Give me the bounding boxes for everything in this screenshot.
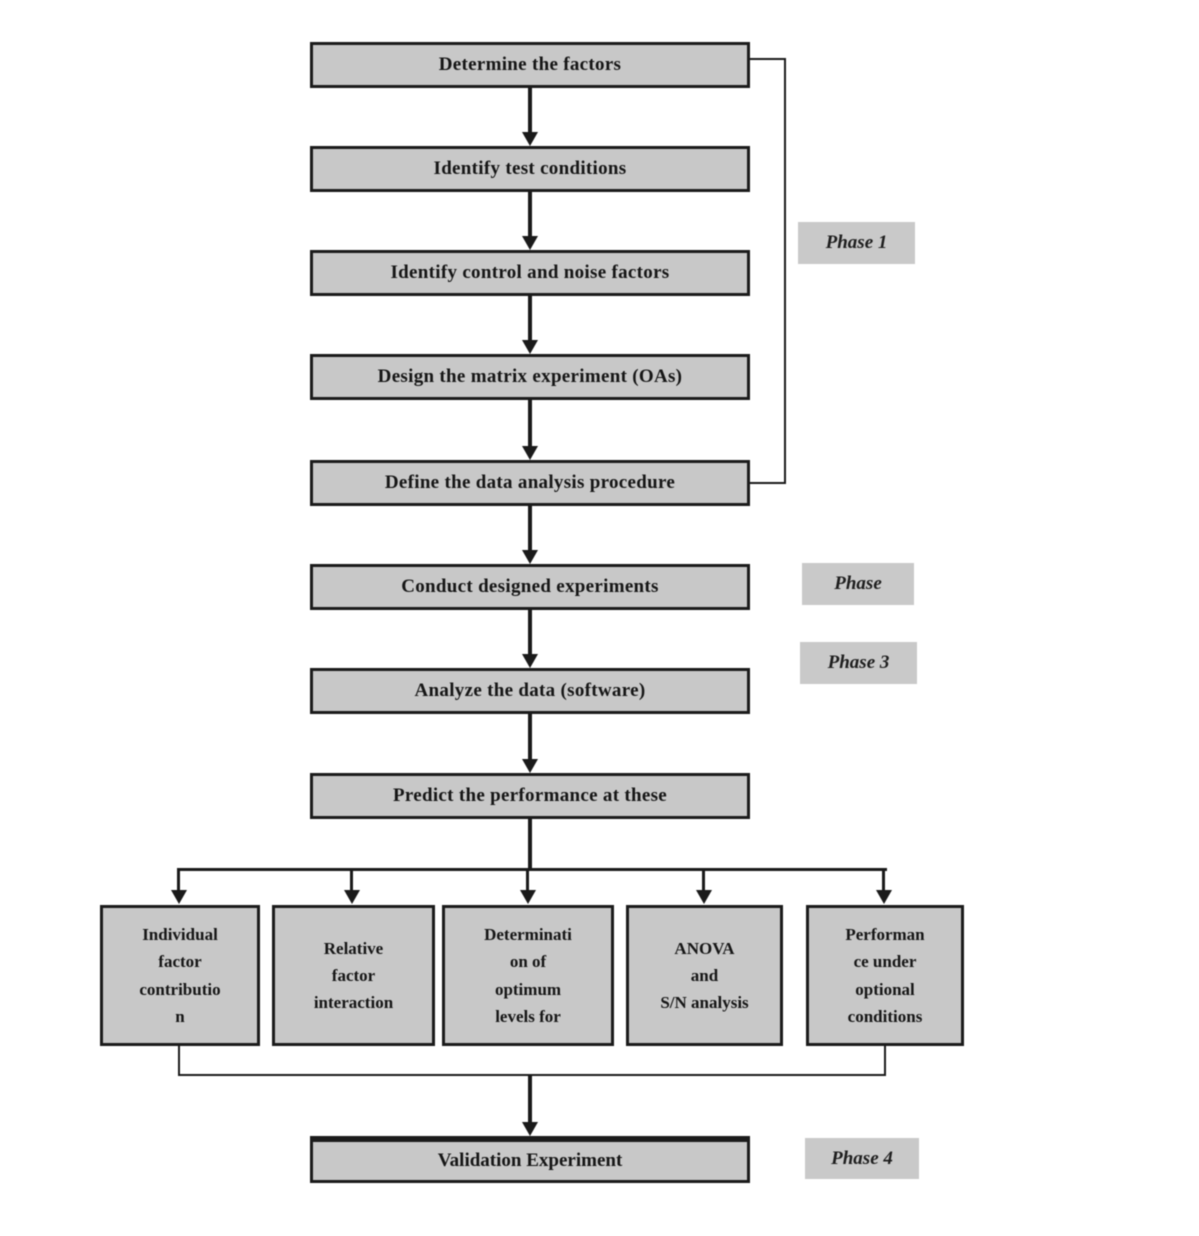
connector-line	[528, 400, 532, 450]
arrow-down-icon	[522, 236, 538, 250]
result-box-individual-factor-contribution: Individual factor contributio n	[100, 905, 260, 1046]
arrow-down-icon	[522, 759, 538, 773]
flow-step-identify-test-conditions: Identify test conditions	[310, 146, 750, 192]
phase-label-text: Phase	[834, 573, 882, 594]
flow-step-define-data-analysis: Define the data analysis procedure	[310, 460, 750, 506]
arrow-down-icon	[522, 132, 538, 146]
branch-drop-line	[177, 868, 180, 892]
flow-step-validation-experiment: Validation Experiment	[310, 1136, 750, 1183]
connector-line	[528, 506, 532, 551]
connector-line	[528, 610, 532, 655]
arrow-down-icon	[522, 446, 538, 460]
connector-line	[528, 192, 532, 237]
branch-stem-line	[528, 818, 532, 871]
phase-label-2: Phase	[802, 563, 914, 605]
flow-step-label: Define the data analysis procedure	[384, 472, 676, 493]
result-box-label: Performan ce under optional conditions	[845, 925, 925, 1026]
result-box-performance-optional-conditions: Performan ce under optional conditions	[806, 905, 964, 1046]
result-box-relative-factor-interaction: Relative factor interaction	[272, 905, 435, 1046]
result-box-label: Individual factor contributio n	[139, 925, 221, 1026]
flow-step-analyze-data: Analyze the data (software)	[310, 668, 750, 714]
flow-step-label: Design the matrix experiment (OAs)	[377, 366, 683, 387]
flow-step-predict-performance: Predict the performance at these	[310, 773, 750, 819]
feedback-line-right	[784, 58, 786, 484]
arrow-down-icon	[522, 550, 538, 564]
flow-step-label: Analyze the data (software)	[414, 680, 646, 701]
phase-label-text: Phase 4	[831, 1147, 893, 1169]
branch-drop-line	[350, 868, 353, 892]
collector-left-line	[178, 1046, 180, 1076]
flow-step-label: Identify control and noise factors	[390, 262, 670, 283]
connector-line	[528, 714, 532, 760]
branch-drop-line	[526, 868, 529, 892]
flow-step-conduct-experiments: Conduct designed experiments	[310, 564, 750, 610]
result-box-anova-sn-analysis: ANOVA and S/N analysis	[626, 905, 783, 1046]
flow-step-label: Predict the performance at these	[392, 785, 668, 806]
result-box-determination-optimum-levels: Determinati on of optimum levels for	[442, 905, 614, 1046]
flow-step-identify-control-noise-factors: Identify control and noise factors	[310, 250, 750, 296]
arrow-down-icon	[520, 890, 536, 904]
flow-step-label: Validation Experiment	[437, 1150, 623, 1171]
phase-label-text: Phase 3	[827, 652, 890, 673]
phase-label-3: Phase 3	[800, 642, 917, 684]
flow-step-design-matrix-experiment: Design the matrix experiment (OAs)	[310, 354, 750, 400]
flow-step-label: Determine the factors	[438, 54, 622, 75]
phase-label-text: Phase 1	[825, 232, 888, 253]
branch-horizontal-line	[177, 868, 887, 871]
arrow-down-icon	[522, 654, 538, 668]
collector-horizontal-line	[178, 1074, 886, 1076]
branch-drop-line	[702, 868, 705, 892]
arrow-down-icon	[522, 340, 538, 354]
flow-step-label: Conduct designed experiments	[401, 576, 659, 597]
result-box-label: Determinati on of optimum levels for	[484, 925, 572, 1026]
flow-step-label: Identify test conditions	[433, 158, 627, 179]
flow-step-determine-factors: Determine the factors	[310, 42, 750, 88]
connector-line	[528, 88, 532, 133]
phase-label-4: Phase 4	[805, 1138, 919, 1179]
collector-right-line	[884, 1046, 886, 1076]
feedback-line-bottom	[750, 482, 786, 484]
phase-label-1: Phase 1	[798, 222, 915, 264]
arrow-down-icon	[522, 1122, 538, 1136]
feedback-line-top	[750, 58, 786, 60]
arrow-down-icon	[876, 890, 892, 904]
arrow-down-icon	[696, 890, 712, 904]
arrow-down-icon	[171, 890, 187, 904]
result-box-label: ANOVA and S/N analysis	[660, 938, 749, 1013]
connector-line	[528, 294, 532, 342]
branch-drop-line	[882, 868, 885, 892]
collector-stem-line	[528, 1074, 532, 1123]
result-box-label: Relative factor interaction	[313, 938, 394, 1013]
arrow-down-icon	[344, 890, 360, 904]
